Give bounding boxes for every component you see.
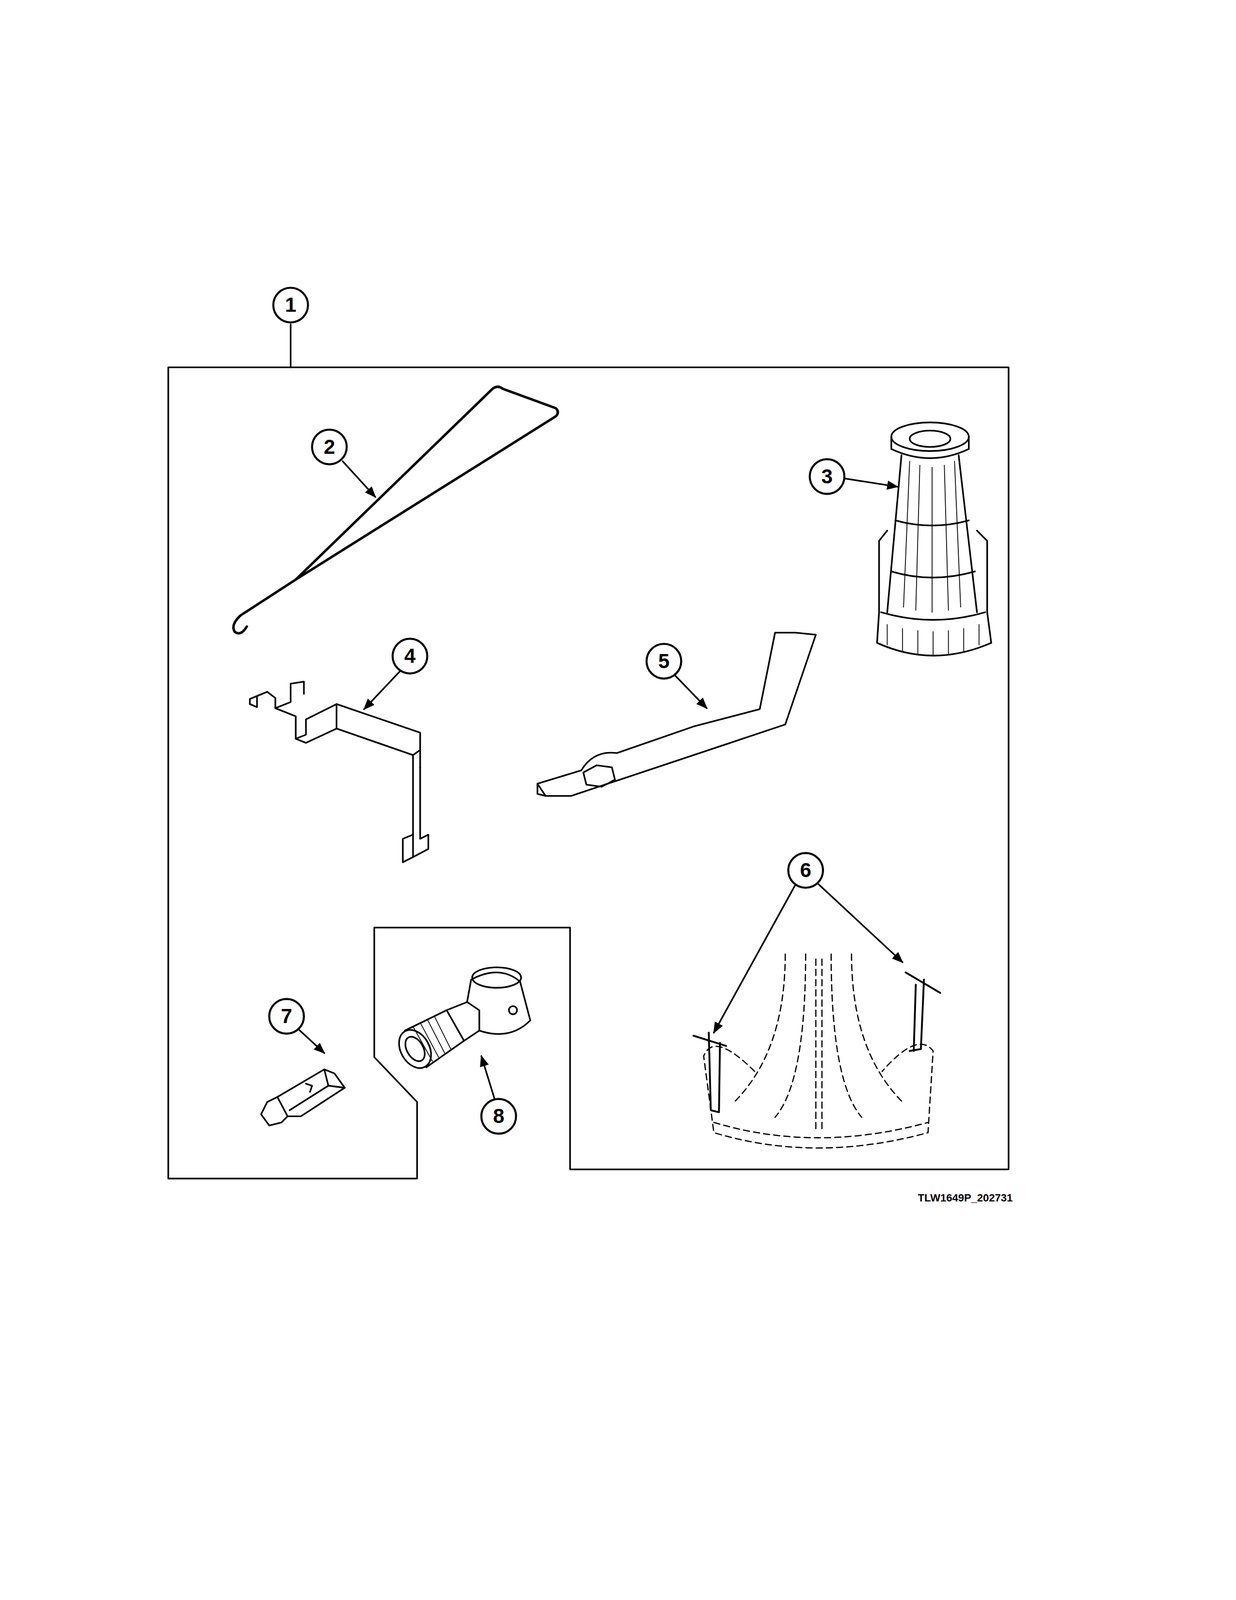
leader-line xyxy=(817,883,903,963)
leader-line xyxy=(481,1055,495,1099)
leader-line xyxy=(675,675,707,708)
kit-frame xyxy=(168,367,1009,1179)
callout-number: 4 xyxy=(404,645,416,666)
leader-line xyxy=(289,324,292,367)
bracket-part xyxy=(249,681,428,863)
leader-line xyxy=(364,671,400,710)
leader-line xyxy=(342,460,376,497)
leader-line xyxy=(298,1029,325,1053)
bit-part xyxy=(261,1069,346,1126)
drawing-code: TLW1649P_202731 xyxy=(918,1192,1014,1204)
wire-tool xyxy=(233,386,558,634)
dashed-part-outline xyxy=(703,953,934,1148)
callout-number: 2 xyxy=(323,436,335,458)
leader-line xyxy=(713,884,796,1033)
socket-part xyxy=(392,966,531,1074)
callout-number: 5 xyxy=(658,650,670,672)
wrench-part xyxy=(537,632,816,796)
callout-number: 6 xyxy=(799,859,811,881)
filter-part xyxy=(876,422,992,656)
callout-number: 8 xyxy=(492,1105,505,1126)
callout-number: 7 xyxy=(281,1005,293,1027)
leader-line xyxy=(845,478,898,487)
callout-number: 3 xyxy=(821,466,833,487)
callout-number: 1 xyxy=(285,294,297,316)
pin-part xyxy=(693,972,941,1112)
